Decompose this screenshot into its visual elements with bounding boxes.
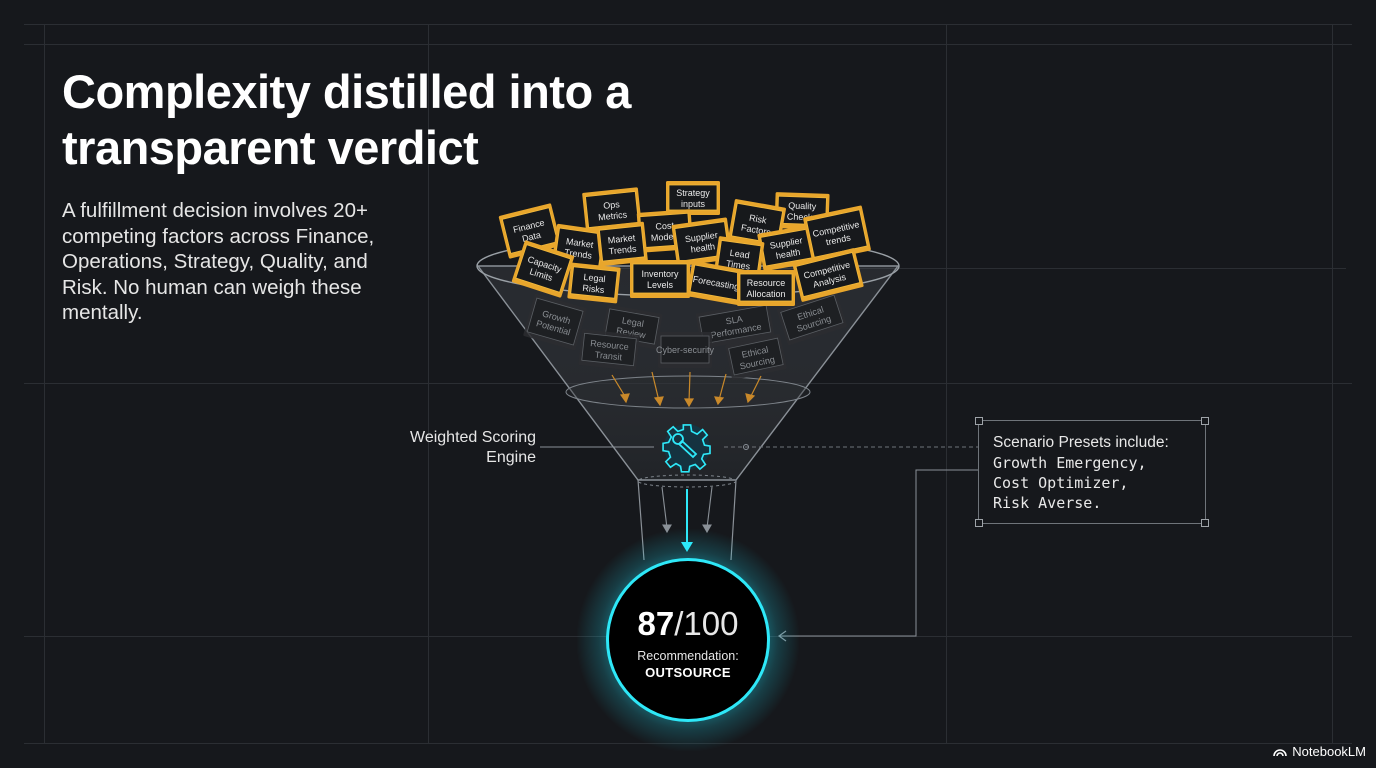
card-label: Trends xyxy=(608,243,637,256)
card-label: Levels xyxy=(647,280,674,290)
card-label: Inventory xyxy=(641,269,679,279)
description-text: A fulfillment decision involves 20+ comp… xyxy=(62,199,375,324)
gear-icon xyxy=(662,424,711,473)
score-number: 87 xyxy=(637,605,675,642)
card-label: Data xyxy=(521,230,542,244)
grid-line xyxy=(24,44,1352,45)
scenario-presets-box: Scenario Presets include: Growth Emergen… xyxy=(975,417,1209,527)
score-circle: 87/100 Recommendation: OUTSOURCE xyxy=(609,561,767,719)
card-label: Strategy xyxy=(676,188,710,198)
card-label: Cost xyxy=(655,220,675,231)
grid-line xyxy=(24,24,1352,25)
card-label: Lead xyxy=(729,248,750,261)
corner-handle xyxy=(975,519,983,527)
card-label: Risks xyxy=(582,283,605,295)
score-denominator: /100 xyxy=(674,605,739,642)
card-label: SLA xyxy=(725,314,743,327)
grid-line xyxy=(44,24,45,744)
card-label: Checks xyxy=(787,211,818,222)
preset-item: Cost Optimizer, xyxy=(993,474,1129,492)
brand-name: NotebookLM xyxy=(1292,744,1366,759)
preset-item: Growth Emergency, xyxy=(993,454,1147,472)
grid-line xyxy=(428,24,429,744)
card-label: Supplier xyxy=(684,230,718,244)
grid-line xyxy=(946,24,947,744)
grid-line xyxy=(1332,24,1333,744)
card-label: Market xyxy=(607,233,636,246)
card-label: Risk xyxy=(748,213,767,226)
recommendation-verdict: OUTSOURCE xyxy=(645,665,731,680)
scoring-engine-label: Weighted Scoring Engine xyxy=(410,429,536,466)
card-label: Legal xyxy=(621,315,644,329)
card-label: Metrics xyxy=(598,209,628,222)
page-title: Complexity distilled into a transparent … xyxy=(62,65,631,174)
corner-handle xyxy=(975,417,983,425)
corner-handle xyxy=(1201,417,1209,425)
notebooklm-icon xyxy=(1273,748,1288,756)
card-label: health xyxy=(690,241,716,254)
card-label: health xyxy=(775,247,801,261)
corner-handle xyxy=(1201,519,1209,527)
factor-card: Forecasting xyxy=(686,260,746,306)
grid-line xyxy=(536,268,1346,269)
brand-logo: NotebookLM xyxy=(1273,744,1366,759)
recommendation-label: Recommendation: xyxy=(637,649,739,663)
card-label: Quality xyxy=(788,201,817,212)
card-label: Market xyxy=(565,236,594,250)
card-label: Ops xyxy=(603,199,621,211)
card-label: Legal xyxy=(583,272,606,284)
card-label: Allocation xyxy=(746,289,785,299)
card-label: Resource xyxy=(590,338,629,352)
score-value: 87/100 xyxy=(609,605,767,643)
card-label: inputs xyxy=(681,199,706,209)
card-label: Resource xyxy=(747,278,786,288)
card-label: Cyber-security xyxy=(656,345,715,355)
preset-item: Risk Averse. xyxy=(993,494,1102,512)
factor-card-inside: Cyber-security xyxy=(656,332,715,368)
presets-title: Scenario Presets include: xyxy=(993,434,1169,451)
card-label: Transit xyxy=(594,350,623,363)
